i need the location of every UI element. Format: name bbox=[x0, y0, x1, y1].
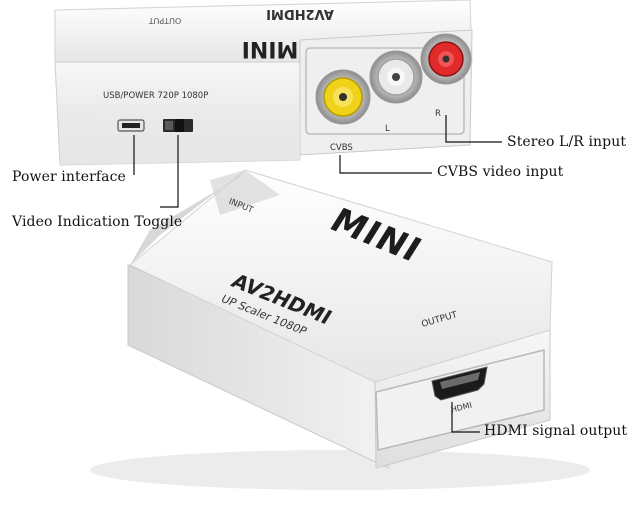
callout-lines bbox=[133, 115, 502, 433]
callout-cvbs-video-input: CVBS video input bbox=[437, 164, 564, 180]
switch-label: USB/POWER 720P 1080P bbox=[103, 91, 208, 101]
hdmi-output-port bbox=[431, 366, 488, 401]
leader-stereo bbox=[445, 115, 502, 143]
callout-hdmi-signal-output: HDMI signal output bbox=[484, 423, 628, 439]
leader-toggle bbox=[160, 135, 179, 208]
port-label-l: L bbox=[385, 124, 390, 134]
callout-stereo-lr-input: Stereo L/R input bbox=[507, 134, 627, 150]
port-label-cvbs: CVBS bbox=[330, 143, 353, 153]
top-mirrored-output: OUTPUT bbox=[149, 16, 182, 25]
bottom-converter-unit: MINI AV2HDMI UP Scaler 1080P INPUT OUTPU… bbox=[90, 169, 590, 490]
top-mirrored-brand: MINI bbox=[242, 36, 299, 61]
callout-power-interface: Power interface bbox=[12, 169, 126, 185]
red-right-audio-jack bbox=[420, 33, 472, 85]
top-mirrored-model: AV2HDMI bbox=[266, 6, 334, 21]
video-toggle-switch bbox=[163, 119, 193, 132]
leader-hdmi bbox=[451, 402, 480, 433]
yellow-cvbs-jack bbox=[315, 69, 371, 125]
leader-cvbs bbox=[339, 155, 432, 174]
white-left-audio-jack bbox=[369, 50, 423, 104]
port-label-r: R bbox=[435, 109, 441, 119]
usb-power-port bbox=[117, 119, 145, 132]
callout-video-indication-toggle: Video Indication Toggle bbox=[12, 214, 183, 230]
top-converter-unit: MINI AV2HDMI OUTPUT USB/POWER 720P 1080P bbox=[54, 0, 473, 166]
